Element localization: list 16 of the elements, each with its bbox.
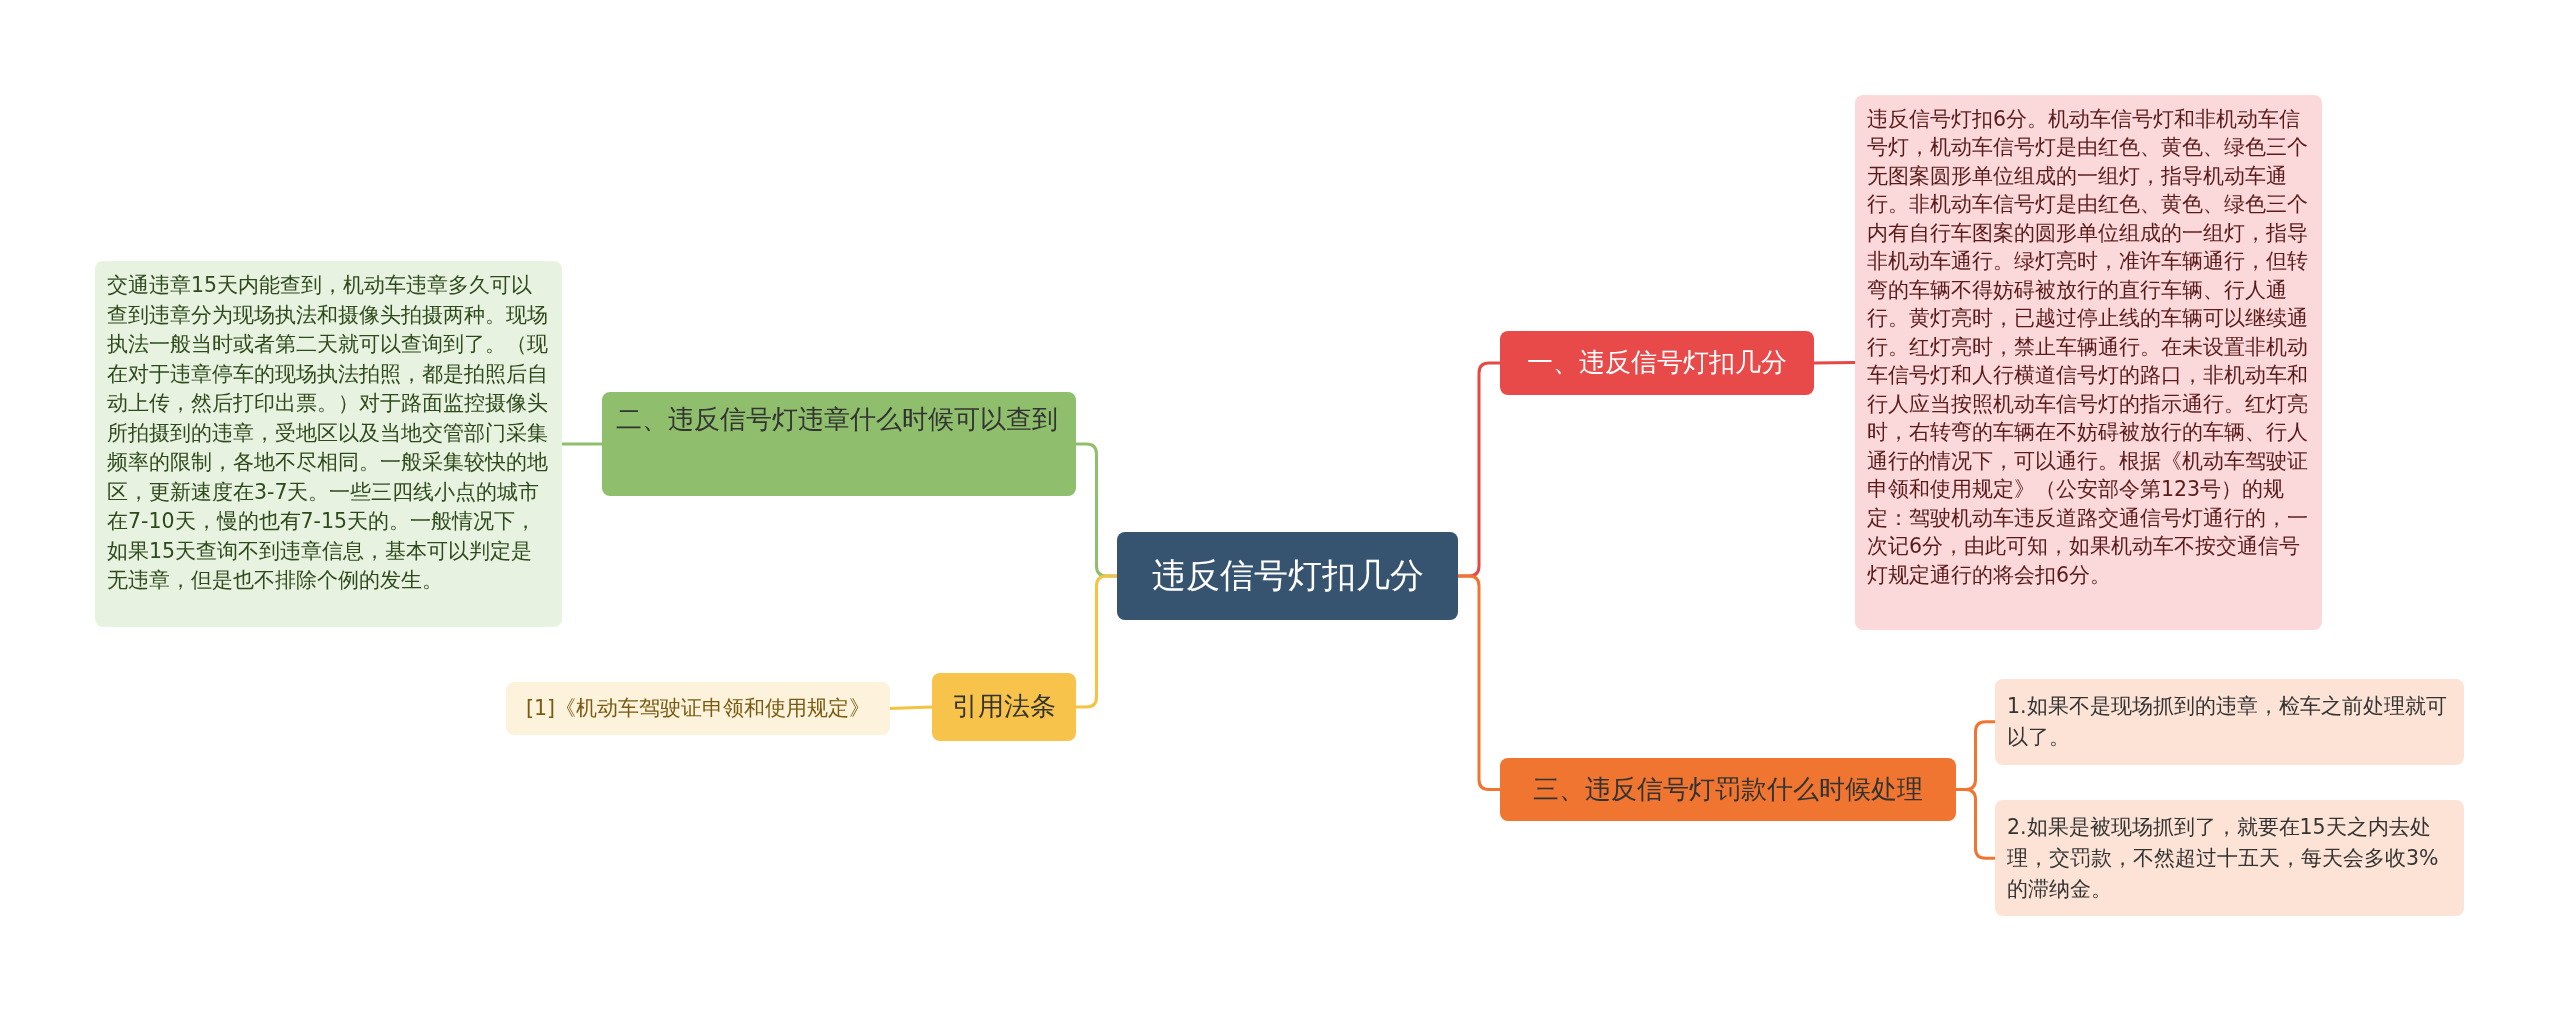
root-topic-box: 违反信号灯扣几分 bbox=[1117, 532, 1458, 620]
note-box: 违反信号灯扣6分。机动车信号灯和非机动车信号灯，机动车信号灯是由红色、黄色、绿色三个无图案圆形单位组成的一组灯，指导机动车通行。非机动车信号灯是由红色、黄色、绿色三个内有自行车图案的圆形单位组成的一组灯，指导非机动车通行。绿灯亮时，准许车辆通行，但转弯的车辆不得妨碍被放行的直行车辆、行人通行。黄灯亮时，已越过停止线的车辆可以继续通行。红灯亮时，禁止车辆通行。在未设置非机动车信号灯和人行横道信号灯的路口，非机动车和行人应当按照机动车信号灯的指示通行。红灯亮时，右转弯的车辆在不妨碍被放行的车辆、行人通行的情况下，可以通行。根据《机动车驾驶证申领和使用规定》（公安部令第123号）的规定：驾驶机动车违反道路交通信号灯通行的，一次记6分，由此可知，如果机动车不按交通信号灯规定通行的将会扣6分。 bbox=[1855, 95, 2322, 630]
note-box: 1.如果不是现场抓到的违章，检车之前处理就可以了。 bbox=[1995, 679, 2464, 765]
note-box: 2.如果是被现场抓到了，就要在15天之内去处理，交罚款，不然超过十五天，每天会多收3%的滞纳金。 bbox=[1995, 800, 2464, 917]
note-box: 交通违章15天内能查到，机动车违章多久可以查到违章分为现场执法和摄像头拍摄两种。现场执法一般当时或者第二天就可以查询到了。（现在对于违章停车的现场执法拍照，都是拍照后自动上传，然后打印出票。）对于路面监控摄像头所拍摄到的违章，受地区以及当地交管部门采集频率的限制，各地不尽相同。一般采集较快的地区，更新速度在3-7天。一些三四线小点的城市在7-10天，慢的也有7-15天的。一般情况下，如果15天查询不到违章信息，基本可以判定是无违章，但是也不排除个例的发生。 bbox=[95, 261, 562, 627]
branch-box: 三、违反信号灯罚款什么时候处理 bbox=[1500, 758, 1956, 821]
connector bbox=[562, 442, 602, 446]
connector bbox=[1813, 361, 1856, 365]
connector bbox=[1076, 574, 1117, 709]
branch-box: 二、违反信号灯违章什么时候可以查到 bbox=[602, 392, 1076, 496]
connector bbox=[1956, 788, 1995, 860]
connector bbox=[889, 705, 933, 710]
branch-box: 引用法条 bbox=[932, 673, 1076, 741]
branch-box: 一、违反信号灯扣几分 bbox=[1500, 331, 1814, 395]
connector bbox=[1458, 574, 1500, 791]
citation-box: [1]《机动车驾驶证申领和使用规定》 bbox=[506, 682, 890, 735]
